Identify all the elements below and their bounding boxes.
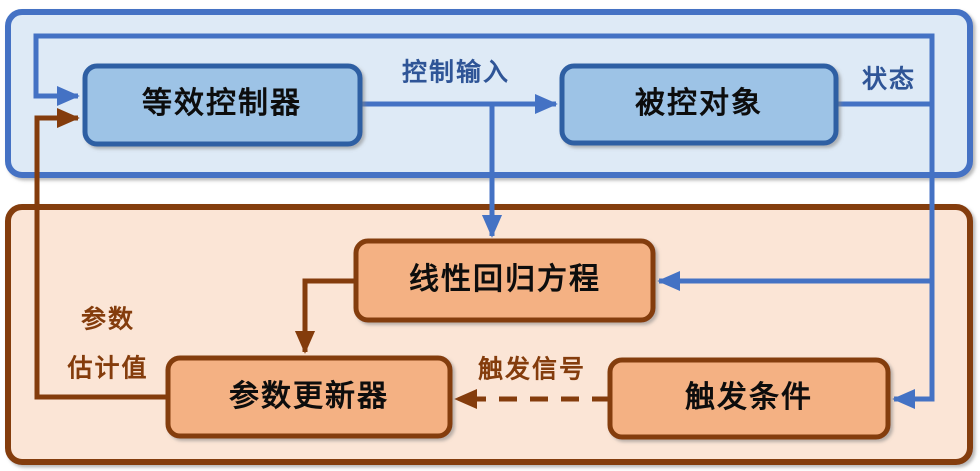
node-trigger-condition[interactable]: 触发条件	[607, 357, 891, 440]
controlled-plant-label: 被控对象	[635, 87, 763, 120]
linear-regression-label: 线性回归方程	[409, 262, 601, 296]
state-edge-label: 状态	[862, 66, 916, 94]
node-controlled-plant[interactable]: 被控对象	[559, 63, 839, 146]
trigger-signal-edge-label: 触发信号	[478, 355, 586, 384]
control-input-edge-label: 控制输入	[402, 58, 510, 87]
node-equivalent-controller[interactable]: 等效控制器	[82, 63, 363, 147]
controlled-plant-box[interactable]	[559, 63, 839, 146]
node-linear-regression[interactable]: 线性回归方程	[353, 238, 656, 323]
edge-state-feedback-to-controller	[33, 33, 935, 107]
regression-to-updater-path	[294, 278, 356, 354]
parameter-updater-box[interactable]	[165, 355, 453, 439]
parameter-updater-label: 参数更新器	[229, 380, 389, 413]
trigger-condition-box[interactable]	[607, 357, 891, 440]
edge-state-to-trigger	[892, 281, 935, 410]
parameter-estimate-path	[34, 107, 168, 400]
edge-updater-to-controller	[34, 107, 168, 400]
edge-regression-to-updater	[294, 278, 356, 354]
state-to-trigger-path	[892, 281, 935, 410]
trigger-condition-label: 触发条件	[685, 381, 813, 414]
parameter-estimate-edge-label-line2: 估计值	[66, 355, 148, 383]
parameter-estimate-edge-label-line1: 参数	[81, 305, 135, 334]
state-feedback-path	[33, 33, 935, 107]
linear-regression-box[interactable]	[353, 238, 656, 323]
equivalent-controller-label: 等效控制器	[142, 86, 302, 120]
equivalent-controller-box[interactable]	[82, 63, 363, 147]
node-parameter-updater[interactable]: 参数更新器	[165, 355, 453, 439]
